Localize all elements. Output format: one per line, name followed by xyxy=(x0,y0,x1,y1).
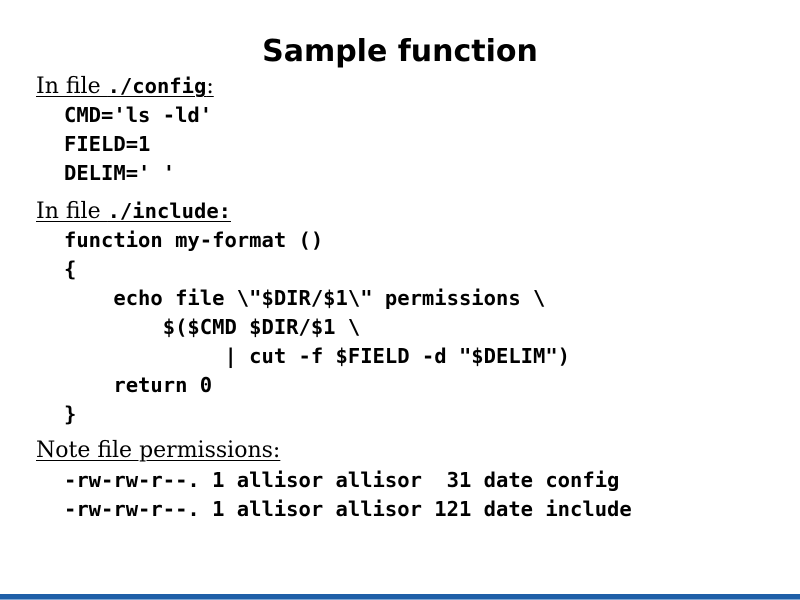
code-line: | cut -f $FIELD -d "$DELIM") xyxy=(64,344,571,368)
include-label-filename: ./include: xyxy=(107,199,231,223)
code-line: CMD='ls -ld' xyxy=(64,103,213,127)
footer-bar xyxy=(0,594,800,599)
code-line: } xyxy=(64,402,77,426)
code-line: { xyxy=(64,257,77,281)
permissions-label-text: Note file permissions: xyxy=(36,438,281,463)
code-line: $($CMD $DIR/$1 \ xyxy=(64,315,361,339)
code-line: echo file \"$DIR/$1\" permissions \ xyxy=(64,286,546,310)
config-label-filename: ./config xyxy=(107,74,207,98)
permissions-listing: -rw-rw-r--. 1 allisor allisor 31 date co… xyxy=(64,466,632,524)
code-line: return 0 xyxy=(64,373,213,397)
permissions-note-label: Note file permissions: xyxy=(36,438,280,464)
include-code-block: function my-format () { echo file \"$DIR/… xyxy=(64,226,570,429)
code-line: FIELD=1 xyxy=(64,132,151,156)
config-file-label: In file ./config: xyxy=(36,73,214,100)
code-line: DELIM=' ' xyxy=(64,161,176,185)
config-label-suffix: : xyxy=(206,74,214,99)
config-label-prefix: In file xyxy=(36,74,108,99)
include-file-label: In file ./include: xyxy=(36,198,231,225)
slide-title: Sample function xyxy=(262,34,538,69)
listing-line: -rw-rw-r--. 1 allisor allisor 121 date i… xyxy=(64,497,632,521)
code-line: function my-format () xyxy=(64,228,324,252)
include-label-prefix: In file xyxy=(36,199,108,224)
listing-line: -rw-rw-r--. 1 allisor allisor 31 date co… xyxy=(64,468,620,492)
